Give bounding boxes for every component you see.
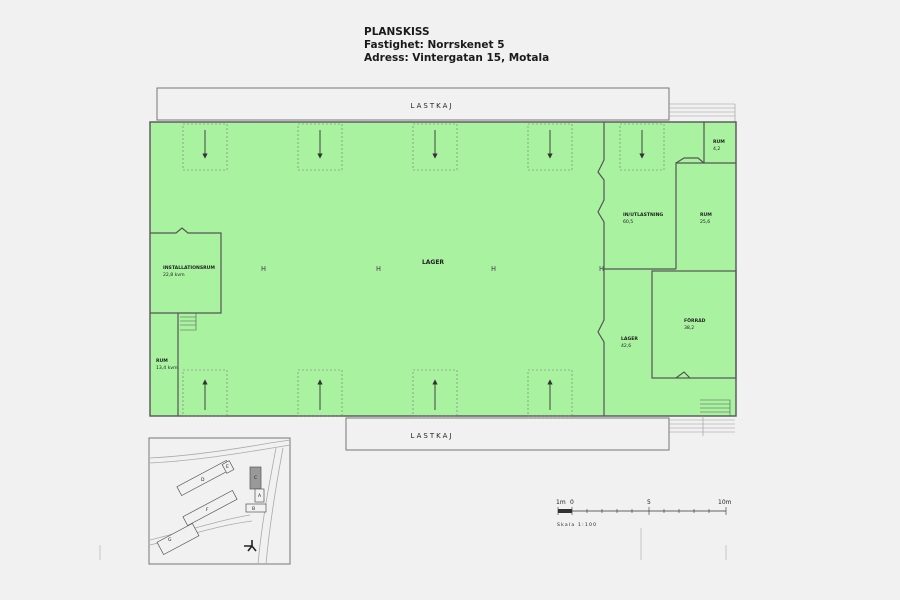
- room-in-utlastning-name: IN/UTLASTNING: [623, 212, 663, 218]
- room-forrad-name: FÖRRÅD: [684, 317, 706, 324]
- stairs-bottom-right: [669, 416, 735, 436]
- site-label-f: F: [206, 507, 209, 513]
- sheet-marks: [99, 528, 727, 560]
- room-rum-left-area: 13,4 kvm: [156, 365, 178, 371]
- room-rum-small-area: 4,2: [713, 146, 720, 152]
- room-labels: LAGER INSTALLATIONSRUM 22,8 kvm RUM 13,4…: [156, 139, 725, 371]
- scale-tick-0: 0: [570, 499, 574, 506]
- scale-bar: 1m 0 5 10m Skala 1:100: [556, 499, 732, 528]
- title-line-1: PLANSKISS: [364, 26, 430, 38]
- room-installationsrum-area: 22,8 kvm: [163, 272, 185, 278]
- room-installationsrum-name: INSTALLATIONSRUM: [163, 265, 215, 271]
- site-label-c: C: [254, 475, 257, 481]
- room-lager-small-area: 42,6: [621, 343, 631, 349]
- room-lager-small-name: LAGER: [621, 336, 638, 342]
- title-line-2: Fastighet: Norrskenet 5: [364, 39, 505, 51]
- site-label-e: E: [226, 464, 229, 470]
- room-forrad-area: 38,2: [684, 325, 694, 331]
- door-zones-top: [182, 123, 665, 171]
- scale-label: Skala 1:100: [557, 522, 597, 528]
- loading-dock-bottom-label: LASTKAJ: [411, 432, 454, 440]
- scale-tick-5: 5: [647, 499, 651, 506]
- site-plan: D E F G C A B: [148, 437, 291, 565]
- room-rum-small-name: RUM: [713, 139, 725, 145]
- loading-dock-bottom: LASTKAJ: [345, 417, 670, 451]
- scale-tick-10m: 10m: [718, 499, 732, 506]
- room-rum-left-name: RUM: [156, 358, 168, 364]
- site-label-g: G: [168, 537, 172, 543]
- site-label-d: D: [201, 477, 205, 483]
- room-in-utlastning-area: 60,5: [623, 219, 633, 225]
- loading-dock-top-label: LASTKAJ: [411, 102, 454, 110]
- door-arrows-top: [202, 130, 645, 159]
- loading-dock-top: LASTKAJ: [156, 87, 670, 121]
- title-line-3: Adress: Vintergatan 15, Motala: [364, 52, 550, 64]
- door-zones-bottom: [182, 369, 573, 417]
- site-label-b: B: [252, 506, 255, 512]
- room-rum-right-area: 25,6: [700, 219, 710, 225]
- plan-title: PLANSKISS Fastighet: Norrskenet 5 Adress…: [364, 26, 549, 65]
- site-label-a: A: [258, 493, 262, 499]
- room-lager-main: LAGER: [422, 259, 444, 266]
- stairs-top-right: [669, 103, 736, 122]
- scale-tick-1m: 1m: [556, 499, 566, 506]
- room-rum-right-name: RUM: [700, 212, 712, 218]
- column-markers: [261, 266, 604, 271]
- north-arrow-icon: [244, 540, 257, 552]
- door-arrows-bottom: [202, 379, 553, 410]
- interior-walls: [150, 122, 737, 417]
